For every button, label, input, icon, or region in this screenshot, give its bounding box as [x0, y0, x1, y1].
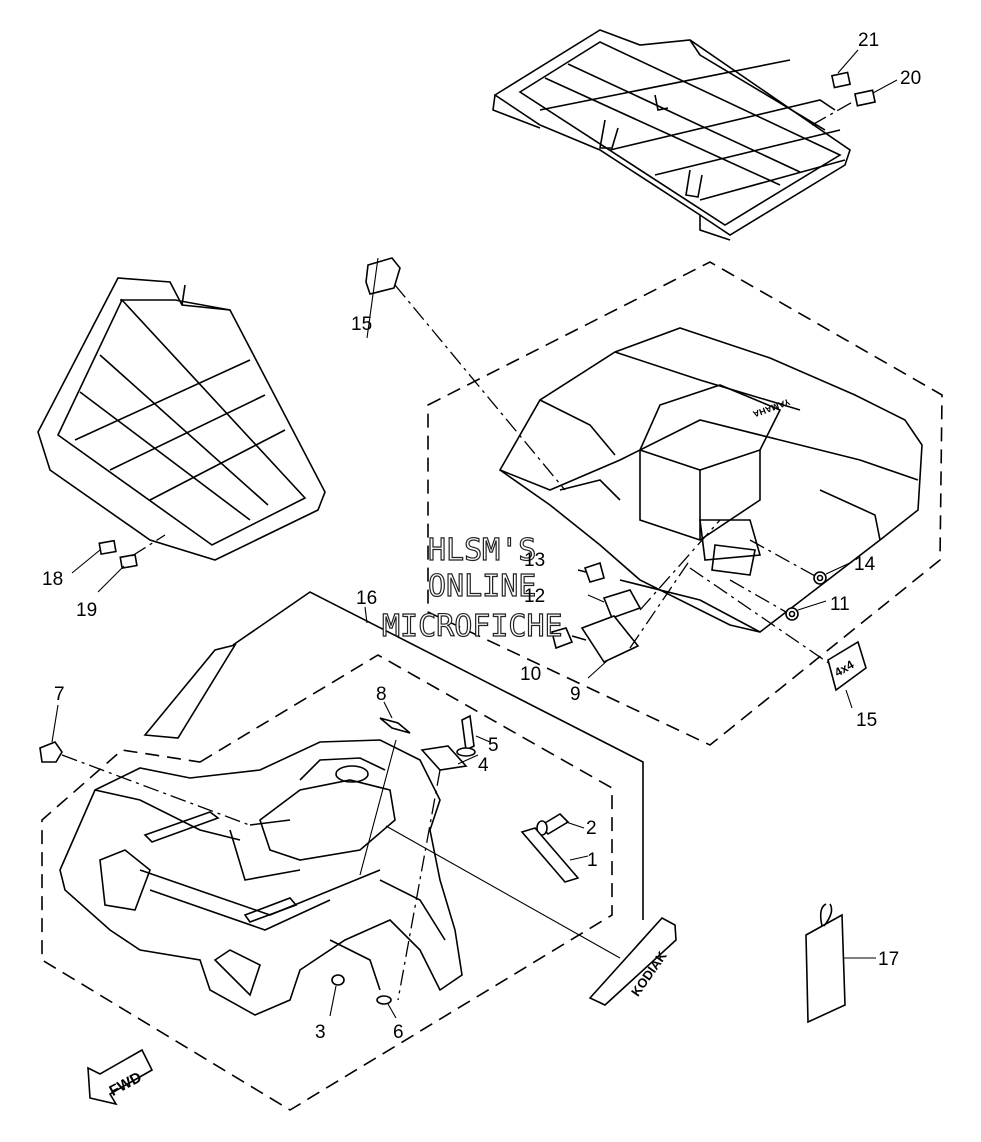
callout-13: 13 [524, 550, 545, 571]
callout-17: 17 [878, 949, 899, 970]
callout-21: 21 [858, 30, 879, 51]
watermark: HLSM'S ONLINE MICROFICHE [381, 532, 563, 644]
watermark-line-2: ONLINE [428, 569, 536, 604]
watermark-line-1: HLSM'S [428, 533, 536, 568]
callout-4: 4 [478, 755, 489, 776]
rear-carrier [492, 29, 851, 241]
callout-11: 11 [830, 594, 850, 615]
callout-9: 9 [570, 684, 581, 705]
part-9-plate [580, 615, 640, 664]
part-1-plate [520, 827, 580, 883]
rear-fender-group-outline [427, 261, 943, 746]
callout-1: 1 [587, 850, 598, 871]
part-2-rivet [536, 812, 570, 836]
front-label-19 [119, 553, 138, 570]
part-3-nut [331, 974, 345, 986]
part-8-decal [379, 717, 411, 734]
callout-7: 7 [54, 684, 65, 705]
part-15-decal-upper [365, 257, 401, 295]
callout-15-upper: 15 [351, 314, 372, 335]
callout-19: 19 [76, 600, 97, 621]
part-17-tag [805, 903, 846, 1024]
callout-12: 12 [524, 586, 545, 607]
part-6-nut [376, 995, 392, 1005]
front-fender [59, 739, 463, 1016]
front-fender-group-outline [41, 654, 613, 1111]
rear-label-21 [830, 71, 852, 89]
callout-5: 5 [488, 735, 499, 756]
part-12-plate [602, 589, 642, 620]
callout-18: 18 [42, 569, 63, 590]
part-7-decal [39, 741, 63, 763]
callout-20: 20 [900, 68, 921, 89]
callout-2: 2 [586, 818, 597, 839]
callout-14: 14 [854, 554, 876, 575]
callout-3: 3 [315, 1022, 326, 1043]
rear-fender: YAMAHA [498, 327, 923, 633]
watermark-line-3: MICROFICHE [382, 609, 563, 644]
callout-10: 10 [520, 664, 541, 685]
callout-8: 8 [376, 684, 387, 705]
part-4-plate [420, 745, 468, 771]
callout-15-lower: 15 [856, 710, 877, 731]
callout-16: 16 [356, 588, 377, 609]
part-13-bolt [577, 561, 605, 583]
part-10-bolt [551, 627, 587, 650]
part-15-emblem-4x4: 4x4 [827, 640, 867, 692]
callout-6: 6 [393, 1022, 404, 1043]
part-5-rivet [456, 714, 476, 757]
front-carrier [37, 277, 326, 561]
fwd-direction-arrow: FWD [87, 1048, 154, 1106]
front-label-18 [98, 539, 117, 556]
rear-label-20 [854, 89, 876, 107]
